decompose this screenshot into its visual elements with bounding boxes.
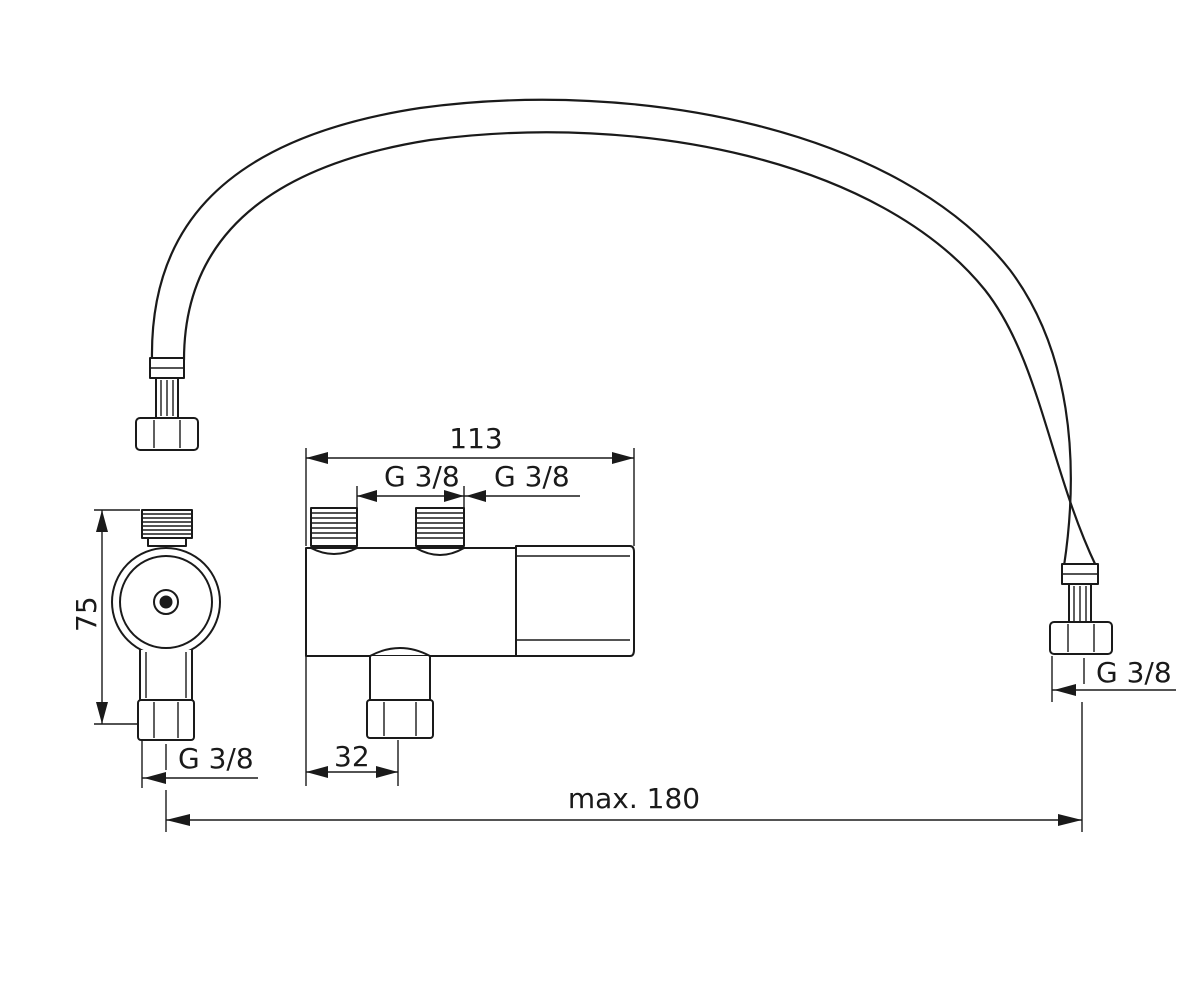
hose-length-label: max. 180 (568, 782, 700, 815)
dimension-hose-thread: G 3/8 (1051, 656, 1176, 702)
overall-width-label: 113 (449, 422, 502, 455)
dimension-outlet-offset: 32 (305, 656, 399, 786)
dimension-hose-length: max. 180 (165, 702, 1083, 832)
inlet-left-label: G 3/8 (384, 460, 460, 493)
hose-thread-label: G 3/8 (1096, 656, 1172, 689)
inlet-right-label: G 3/8 (494, 460, 570, 493)
outlet-offset-label: 32 (334, 740, 370, 773)
side-thread-label: G 3/8 (178, 742, 254, 775)
dimension-overall-width: 113 (305, 422, 635, 546)
hose-fitting-left (135, 357, 199, 451)
valve-front-view (305, 507, 635, 739)
hose-fitting-right (1049, 563, 1113, 655)
dimension-side-thread: G 3/8 (141, 740, 258, 788)
flexible-hose (150, 98, 1098, 568)
dimension-inlet-threads: G 3/8 G 3/8 (356, 460, 580, 508)
height-label: 75 (70, 596, 103, 632)
valve-side-view (111, 509, 221, 741)
dimension-height: 75 (70, 509, 140, 725)
